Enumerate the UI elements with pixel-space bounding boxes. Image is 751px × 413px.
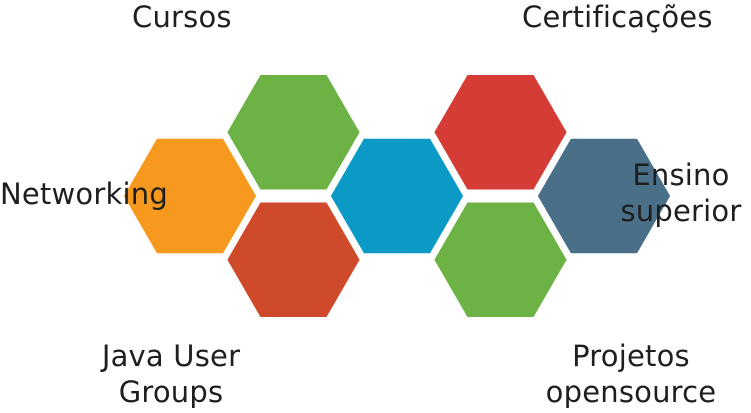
label-certificacoes: Certificações: [522, 0, 713, 34]
hex-top-left: [222, 70, 365, 195]
hex-right: [532, 133, 676, 259]
label-cursos: Cursos: [132, 0, 232, 34]
label-projetos-opensource: Projetos opensource: [545, 339, 717, 409]
label-networking: Networking: [0, 177, 168, 211]
label-java-user-groups: Java User Groups: [101, 339, 241, 409]
hex-bottom-left: [222, 197, 365, 322]
label-ensino-superior: Ensino superior: [620, 158, 742, 228]
hex-bottom-right: [429, 197, 572, 322]
